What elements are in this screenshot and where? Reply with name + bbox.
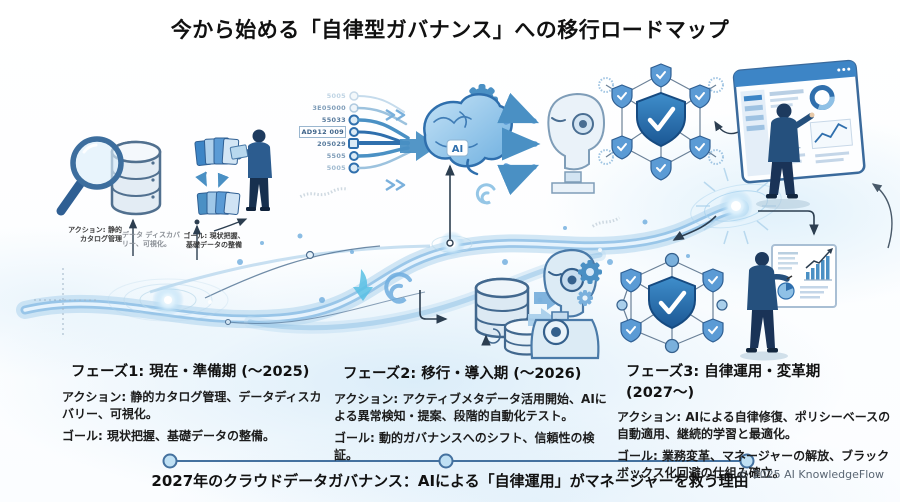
funnel-arrow-icon	[400, 131, 438, 161]
phase-2-goal: ゴール: 動的ガバナンスへのシフト、信頼性の検証。	[334, 430, 595, 462]
callout-connectors	[128, 218, 248, 260]
copyright-label: © 2025 AI KnowledgeFlow	[738, 468, 884, 481]
stream-label: 3E05000	[312, 104, 346, 112]
phase-2-heading: フェーズ2: 移行・導入期 (〜2026)	[343, 366, 582, 382]
magnifier-handle	[56, 179, 85, 216]
stream-label: 5005	[326, 92, 346, 100]
brain-to-robot-arrows	[497, 92, 541, 196]
phase-3-goal: ゴール: 業務変革、マネージャーの解放、ブラックボックス化回避の仕組み確立。	[617, 449, 890, 481]
node-to-shield-arrow	[672, 215, 717, 241]
main-shield-icon	[636, 91, 686, 148]
data-stream-funnel	[348, 91, 438, 192]
phase-3-heading: フェーズ3: 自律運用・変革期 (2027〜)	[626, 364, 821, 401]
worker-figure	[229, 129, 272, 211]
timeline-node-1	[162, 453, 178, 469]
businessman-dashboard	[756, 103, 815, 209]
shield-network-top-icon	[598, 63, 743, 181]
data-stream-labels: 5005 3E05000 55033 AD912 009 205029 5505…	[284, 90, 346, 174]
whiteboard-chart	[771, 244, 837, 308]
small-gear-icon	[578, 260, 602, 284]
page-title: 今から始める「自律型ガバナンス」への移行ロードマップ	[170, 18, 730, 42]
down-arrow-icon	[353, 269, 373, 301]
phase-1-goal: ゴール: 現状把握、基礎データの整備。	[62, 428, 275, 443]
magnifier-database-icon	[56, 136, 162, 216]
edge-hook-arrow	[871, 183, 893, 249]
phase-1-action: アクション: 静的カタログ管理、データディスカバリー、可視化。	[62, 389, 322, 421]
shield-network-bottom-icon	[616, 252, 728, 354]
stream-label: AD912 009	[299, 126, 346, 138]
small-gear-icon-2	[577, 290, 593, 306]
stream-label: 205029	[317, 140, 346, 148]
growth-bar-chart-icon	[804, 248, 833, 281]
phase-1-heading: フェーズ1: 現在・準備期 (〜2025)	[71, 364, 310, 380]
stream-label: 5505	[326, 152, 346, 160]
pie-chart-icon	[777, 282, 795, 300]
callout-discovery: データ ディスカバリー、可視化。	[122, 231, 180, 249]
footer-headline: 2027年のクラウドデータガバナンス：AIによる「自律運用」がマネージャーを救う…	[151, 472, 749, 490]
timeline-node-3	[739, 453, 755, 469]
phase-2-action: アクション: アクティブメタデータ活用開始、AIによる異常検知・提案、段階的自動…	[334, 391, 607, 423]
database-robot-illustration	[419, 248, 602, 360]
main-shield-bottom-icon	[648, 275, 696, 330]
folder-worker-illustration	[194, 129, 272, 225]
businessman-whiteboard	[740, 252, 793, 361]
folder-stack-top	[194, 137, 240, 166]
node-to-board-arrow	[758, 210, 819, 236]
stream-label: 5005	[326, 164, 346, 172]
callout-goal: ゴール: 現状把握、基礎データの整備	[183, 232, 245, 250]
phase-1-block: フェーズ1: 現在・準備期 (〜2025) アクション: 静的カタログ管理、デー…	[62, 362, 330, 450]
line-chart-icon	[814, 123, 848, 143]
phase-3-action: アクション: AIによる自律修復、ポリシーベースの自動適用、継続的学習と最適化。	[617, 410, 891, 442]
flow-wave	[16, 167, 782, 336]
phase-2-block: フェーズ2: 移行・導入期 (〜2026) アクション: アクティブメタデータ活…	[334, 364, 616, 469]
stream-label: 55033	[321, 116, 346, 124]
robot-head-icon	[547, 92, 606, 194]
folder-stack-bottom	[196, 191, 241, 215]
phase-3-block: フェーズ3: 自律運用・変革期 (2027〜) アクション: AIによる自律修復…	[617, 362, 893, 487]
timeline	[162, 453, 755, 469]
ai-badge-label: AI	[452, 144, 463, 155]
timeline-node-2	[438, 453, 454, 469]
callout-action: アクション: 静的カタログ管理	[68, 226, 122, 244]
ai-brain-icon: AI	[423, 93, 513, 176]
